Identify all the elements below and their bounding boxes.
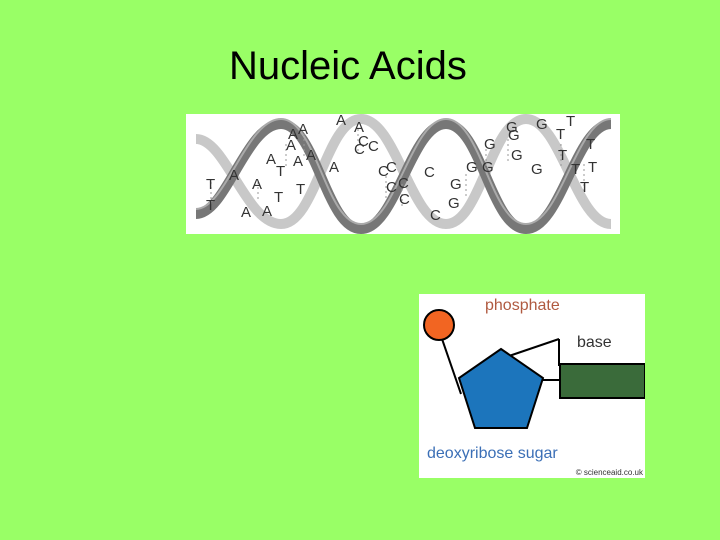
dna-base-letter: A <box>266 151 276 168</box>
dna-base-letter: T <box>571 161 580 178</box>
phosphate-sugar-bond <box>440 335 462 395</box>
dna-base-letter: A <box>262 203 272 220</box>
dna-base-letter: C <box>386 179 397 196</box>
dna-base-letter: G <box>466 159 478 176</box>
sugar-label: deoxyribose sugar <box>427 445 558 462</box>
dna-base-letter: C <box>378 163 389 180</box>
dna-base-letter: T <box>296 181 305 198</box>
dna-base-letter: T <box>206 176 215 193</box>
dna-base-letter: G <box>484 136 496 153</box>
dna-base-letter: T <box>556 126 565 143</box>
dna-base-letter: A <box>336 114 346 129</box>
dna-base-letter: A <box>329 159 339 176</box>
phosphate-label: phosphate <box>485 297 560 314</box>
dna-base-letter: G <box>536 116 548 133</box>
dna-base-letter: T <box>586 136 595 153</box>
dna-base-letter: A <box>354 119 364 136</box>
dna-base-letter: A <box>229 167 239 184</box>
dna-base-letter: A <box>241 204 251 221</box>
dna-base-letter: A <box>306 147 316 164</box>
base-pair-rungs <box>210 129 585 209</box>
sugar-pentagon-icon <box>457 347 545 429</box>
dna-base-letter: T <box>566 114 575 130</box>
dna-base-letter: T <box>580 179 589 196</box>
copyright-text: © scienceaid.co.uk <box>575 468 643 477</box>
base-label: base <box>577 334 612 351</box>
phosphate-icon <box>423 309 455 341</box>
dna-base-letter: A <box>293 153 303 170</box>
base-rect-icon <box>559 363 645 399</box>
dna-base-letter: T <box>588 159 597 176</box>
dna-base-letter: T <box>274 189 283 206</box>
dna-base-letter: T <box>558 147 567 164</box>
slide-title: Nucleic Acids <box>229 44 467 88</box>
dna-base-letter: T <box>206 197 215 214</box>
dna-base-letter: G <box>511 147 523 164</box>
strand-front <box>194 118 612 234</box>
nucleotide-diagram: phosphate base deoxyribose sugar © scien… <box>419 294 645 478</box>
dna-base-letter: C <box>399 191 410 208</box>
dna-base-letter: A <box>252 176 262 193</box>
nucleotide-svg: phosphate base deoxyribose sugar <box>423 297 645 462</box>
dna-base-letter: C <box>386 159 397 176</box>
dna-base-letter: G <box>506 119 518 136</box>
dna-base-letter: A <box>298 121 308 138</box>
sugar-base-bond <box>508 338 560 357</box>
dna-base-letter: C <box>354 141 365 158</box>
helix-strands <box>194 114 612 234</box>
dna-base-letter: G <box>531 161 543 178</box>
dna-base-letter: C <box>424 164 435 181</box>
dna-base-letter: T <box>276 163 285 180</box>
dna-base-letter: C <box>430 207 441 224</box>
dna-base-letter: C <box>368 138 379 155</box>
dna-base-letter: A <box>286 137 296 154</box>
dna-base-letter: G <box>450 176 462 193</box>
dna-base-letter: C <box>398 175 409 192</box>
dna-base-letter: A <box>288 126 298 143</box>
dna-base-letter: C <box>358 133 369 150</box>
dna-base-letter: G <box>448 195 460 212</box>
dna-base-letter: G <box>482 159 494 176</box>
dna-base-letter: G <box>508 127 520 144</box>
